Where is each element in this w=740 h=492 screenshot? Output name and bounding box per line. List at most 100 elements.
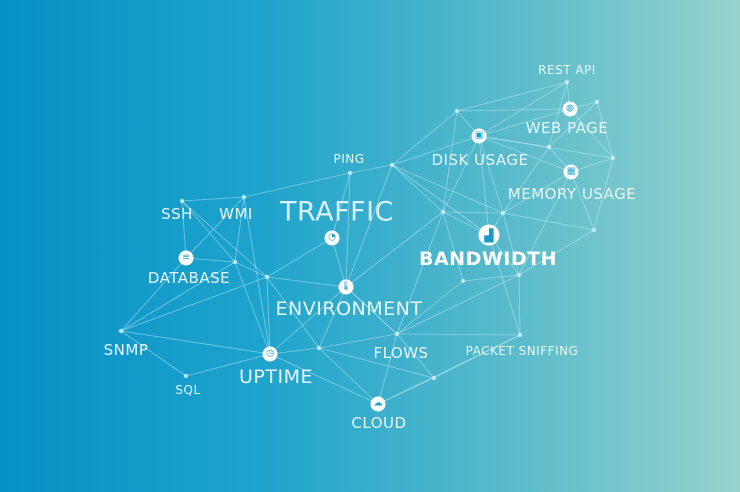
network-node <box>591 227 597 233</box>
network-node <box>440 209 446 215</box>
speedometer-icon: ◔ <box>324 230 340 246</box>
network-node <box>500 210 506 216</box>
network-node <box>454 108 460 114</box>
network-node <box>316 345 322 351</box>
label-cloud: CLOUD <box>351 414 407 432</box>
network-edge <box>548 81 568 148</box>
label-web-page: WEB PAGE <box>525 119 609 137</box>
bar-chart-icon: ▟ <box>478 224 500 246</box>
network-edge <box>391 110 458 166</box>
label-traffic: TRAFFIC <box>279 196 395 228</box>
network-edge <box>391 164 444 213</box>
label-database: DATABASE <box>147 269 231 287</box>
network-edge <box>396 333 435 379</box>
network-node <box>516 272 522 278</box>
network-edge <box>266 237 333 278</box>
network-edge <box>181 200 187 259</box>
network-edge <box>349 164 393 174</box>
cloud-icon: ☁︎ <box>370 396 386 412</box>
network-edge <box>391 135 480 166</box>
network-edge <box>185 196 245 259</box>
label-snmp: SNMP <box>103 341 149 359</box>
network-edge <box>120 276 268 332</box>
memory-chip-icon: ▦ <box>563 164 579 180</box>
network-edge <box>345 164 393 288</box>
network-edge <box>318 347 379 405</box>
label-ping: PING <box>333 152 365 166</box>
network-node <box>183 373 189 379</box>
network-edge <box>185 257 236 263</box>
network-edge <box>120 330 271 355</box>
network-node <box>264 274 270 280</box>
label-flows: FLOWS <box>373 344 429 362</box>
network-edge <box>120 257 187 332</box>
network-edge <box>269 286 347 355</box>
thermometer-icon: 🌡︎ <box>338 279 354 295</box>
network-edge <box>391 164 504 214</box>
network-edge <box>345 286 398 335</box>
network-node <box>594 99 600 105</box>
network-edge <box>502 146 550 214</box>
network-edge <box>234 196 245 263</box>
network-edge <box>396 280 464 335</box>
network-node <box>564 79 570 85</box>
label-ssh: SSH <box>161 205 193 223</box>
network-edge <box>548 101 598 148</box>
network-edge <box>266 276 347 288</box>
network-node <box>347 170 353 176</box>
network-edge <box>456 81 568 112</box>
network-node <box>179 198 185 204</box>
network-edge <box>502 171 572 214</box>
network-edge <box>442 211 464 282</box>
network-edge <box>478 135 504 214</box>
network-edge <box>391 164 490 236</box>
network-edge <box>396 333 521 336</box>
label-sql: SQL <box>175 383 201 397</box>
label-rest-api: REST API <box>538 63 596 77</box>
network-edge <box>593 157 614 231</box>
network-edge <box>442 211 504 214</box>
network-edge <box>234 261 268 278</box>
network-edge <box>331 237 347 288</box>
network-edge <box>488 234 521 336</box>
network-edge <box>377 333 398 405</box>
disk-icon: ▣ <box>471 128 487 144</box>
network-node <box>546 144 552 150</box>
network-edge <box>502 212 520 276</box>
label-wmi: WMI <box>219 205 253 223</box>
label-packet-sniffing: PACKET SNIFFING <box>465 344 579 358</box>
database-icon: ≡ <box>178 250 194 266</box>
network-edge <box>266 276 271 355</box>
network-node <box>431 375 437 381</box>
globe-icon: ◍ <box>562 101 578 117</box>
label-memory-usage: MEMORY USAGE <box>507 185 637 203</box>
label-uptime: UPTIME <box>239 366 313 388</box>
network-edge <box>318 286 347 349</box>
network-node <box>517 332 523 338</box>
network-edge <box>185 353 271 377</box>
network-node <box>118 328 124 334</box>
network-edge <box>518 229 595 276</box>
network-node <box>460 278 466 284</box>
network-edge <box>396 274 520 335</box>
network-edge <box>120 261 236 332</box>
network-edge <box>596 101 614 159</box>
network-edge <box>243 196 271 355</box>
network-edge <box>462 274 520 282</box>
network-edge <box>478 135 572 173</box>
network-edge <box>345 172 351 288</box>
network-edge <box>518 274 521 336</box>
network-edge <box>478 135 614 159</box>
network-edge <box>181 200 236 263</box>
network-edge <box>234 261 271 355</box>
label-disk-usage: DISK USAGE <box>431 151 529 169</box>
network-node <box>610 155 616 161</box>
network-edge <box>243 172 351 198</box>
network-edge <box>269 347 320 355</box>
network-edge <box>478 135 490 236</box>
network-edge <box>570 171 595 231</box>
network-edge <box>181 196 245 202</box>
network-edge <box>318 333 398 349</box>
network-edge <box>518 171 572 276</box>
network-node <box>389 162 395 168</box>
